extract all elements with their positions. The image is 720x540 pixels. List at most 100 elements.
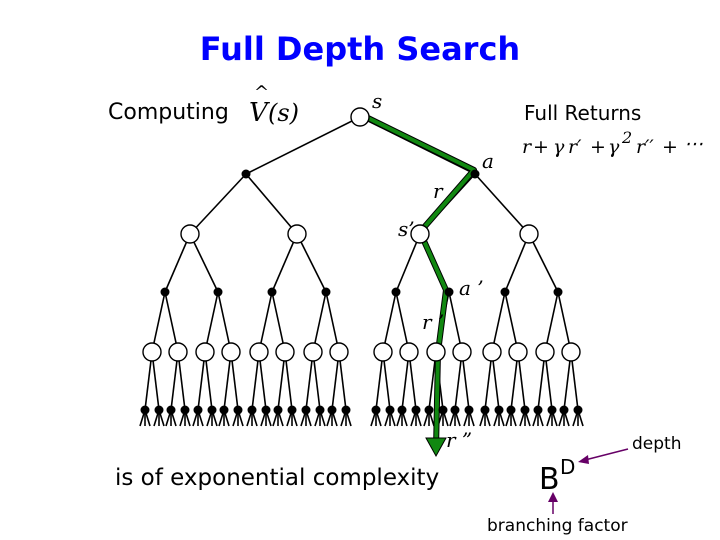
leaf-action-node — [520, 405, 530, 415]
edge-action-state-2 — [312, 291, 327, 353]
action-node-level-2 — [213, 287, 223, 297]
edge-action-state-2 — [271, 291, 286, 353]
return-exponent-2: 2 — [621, 128, 632, 147]
edge-root-action — [245, 116, 361, 175]
leaf-action-node — [166, 405, 176, 415]
return-plus-2: + — [590, 136, 606, 158]
state-node-level-2 — [249, 342, 269, 362]
return-ellipsis: ⋯ — [684, 133, 703, 155]
edge-state-leaf — [491, 351, 500, 411]
root-state-node — [350, 107, 370, 127]
edge-state-leaf — [338, 351, 347, 411]
leaf-action-node — [287, 405, 297, 415]
edge-state-leaf — [408, 351, 417, 411]
depth-arrow — [578, 448, 629, 464]
branching-arrow — [548, 492, 558, 514]
action-node-level-2 — [267, 287, 277, 297]
edge-state-action — [296, 233, 327, 293]
edge-state-leaf — [563, 351, 572, 411]
edge-state-leaf — [305, 351, 314, 411]
edge-action-state-2 — [491, 291, 506, 353]
edge-state-leaf — [177, 351, 186, 411]
trajectory-line — [367, 116, 476, 451]
leaf-action-node — [327, 405, 337, 415]
edge-state-leaf — [401, 351, 410, 411]
leaf-action-node — [193, 405, 203, 415]
computing-label: Computing — [108, 100, 229, 125]
edge-action-state — [474, 173, 530, 235]
return-plus-1: + — [533, 136, 549, 158]
leaf-action-node — [315, 405, 325, 415]
edge-state-action — [164, 233, 191, 293]
state-node-level-1 — [180, 224, 200, 244]
state-node-level-2 — [561, 342, 581, 362]
edge-state-leaf — [170, 351, 179, 411]
edge-state-leaf — [537, 351, 546, 411]
return-expression: r + γ r′ + γ 2 r′′ + ⋯ — [522, 128, 703, 158]
bd-exponent: D — [560, 455, 575, 479]
edge-state-leaf — [258, 351, 267, 411]
edge-state-leaf — [510, 351, 519, 411]
state-node-level-2 — [142, 342, 162, 362]
full-returns-label: Full Returns — [524, 101, 641, 125]
return-r-double-prime: r′′ — [636, 136, 654, 158]
leaf-action-node — [233, 405, 243, 415]
leaf-action-node — [573, 405, 583, 415]
edge-state-leaf — [251, 351, 260, 411]
label-r-prime: r ’ — [422, 310, 444, 334]
label-s: s — [372, 89, 382, 113]
action-node-level-2 — [500, 287, 510, 297]
label-a-prime: a ’ — [459, 276, 484, 300]
trajectory-arrowhead — [425, 437, 447, 458]
state-node-level-2 — [329, 342, 349, 362]
state-node-level-2 — [452, 342, 472, 362]
return-plus-3: + — [662, 136, 678, 158]
edge-state-leaf — [230, 351, 239, 411]
complexity-text: is of exponential complexity — [115, 465, 439, 491]
state-node-level-1 — [410, 224, 430, 244]
edge-state-leaf — [454, 351, 463, 411]
edge-state-leaf — [570, 351, 579, 411]
edge-action-state-2 — [204, 291, 219, 353]
bd-base: B — [539, 462, 560, 497]
edge-state-action — [504, 233, 530, 293]
slide-title: Full Depth Search — [200, 30, 520, 68]
value-function-argument: (s) — [268, 99, 299, 127]
leaf-action-node — [207, 405, 217, 415]
edge-state-leaf — [544, 351, 553, 411]
leaf-action-node — [480, 405, 490, 415]
state-node-level-2 — [275, 342, 295, 362]
edge-action-state-2 — [151, 291, 166, 353]
tree-edges — [139, 116, 584, 427]
leaf-action-node — [397, 405, 407, 415]
edge-state-leaf — [461, 351, 470, 411]
leaf-action-node — [140, 405, 150, 415]
label-a: a — [482, 149, 494, 173]
leaf-action-node — [261, 405, 271, 415]
edge-state-leaf — [151, 351, 160, 411]
leaf-action-node — [273, 405, 283, 415]
label-r-double-prime: r ” — [446, 428, 472, 452]
leaf-action-node — [154, 405, 164, 415]
leaf-action-node — [464, 405, 474, 415]
leaf-action-node — [559, 405, 569, 415]
leaf-action-node — [180, 405, 190, 415]
tree-nodes — [140, 107, 583, 415]
state-node-level-2 — [399, 342, 419, 362]
leaf-action-node — [533, 405, 543, 415]
edge-state-action — [528, 233, 559, 293]
return-gamma-2: γ — [608, 136, 620, 158]
state-node-level-2 — [482, 342, 502, 362]
edge-action-state-2 — [217, 291, 232, 353]
leaf-action-node — [247, 405, 257, 415]
edge-state-leaf — [382, 351, 391, 411]
state-node-level-2 — [195, 342, 215, 362]
edge-state-leaf — [517, 351, 526, 411]
label-r: r — [433, 179, 444, 203]
state-node-level-2 — [426, 342, 446, 362]
leaf-action-node — [341, 405, 351, 415]
leaf-action-node — [411, 405, 421, 415]
edge-action-state — [189, 173, 247, 235]
leaf-action-node — [494, 405, 504, 415]
